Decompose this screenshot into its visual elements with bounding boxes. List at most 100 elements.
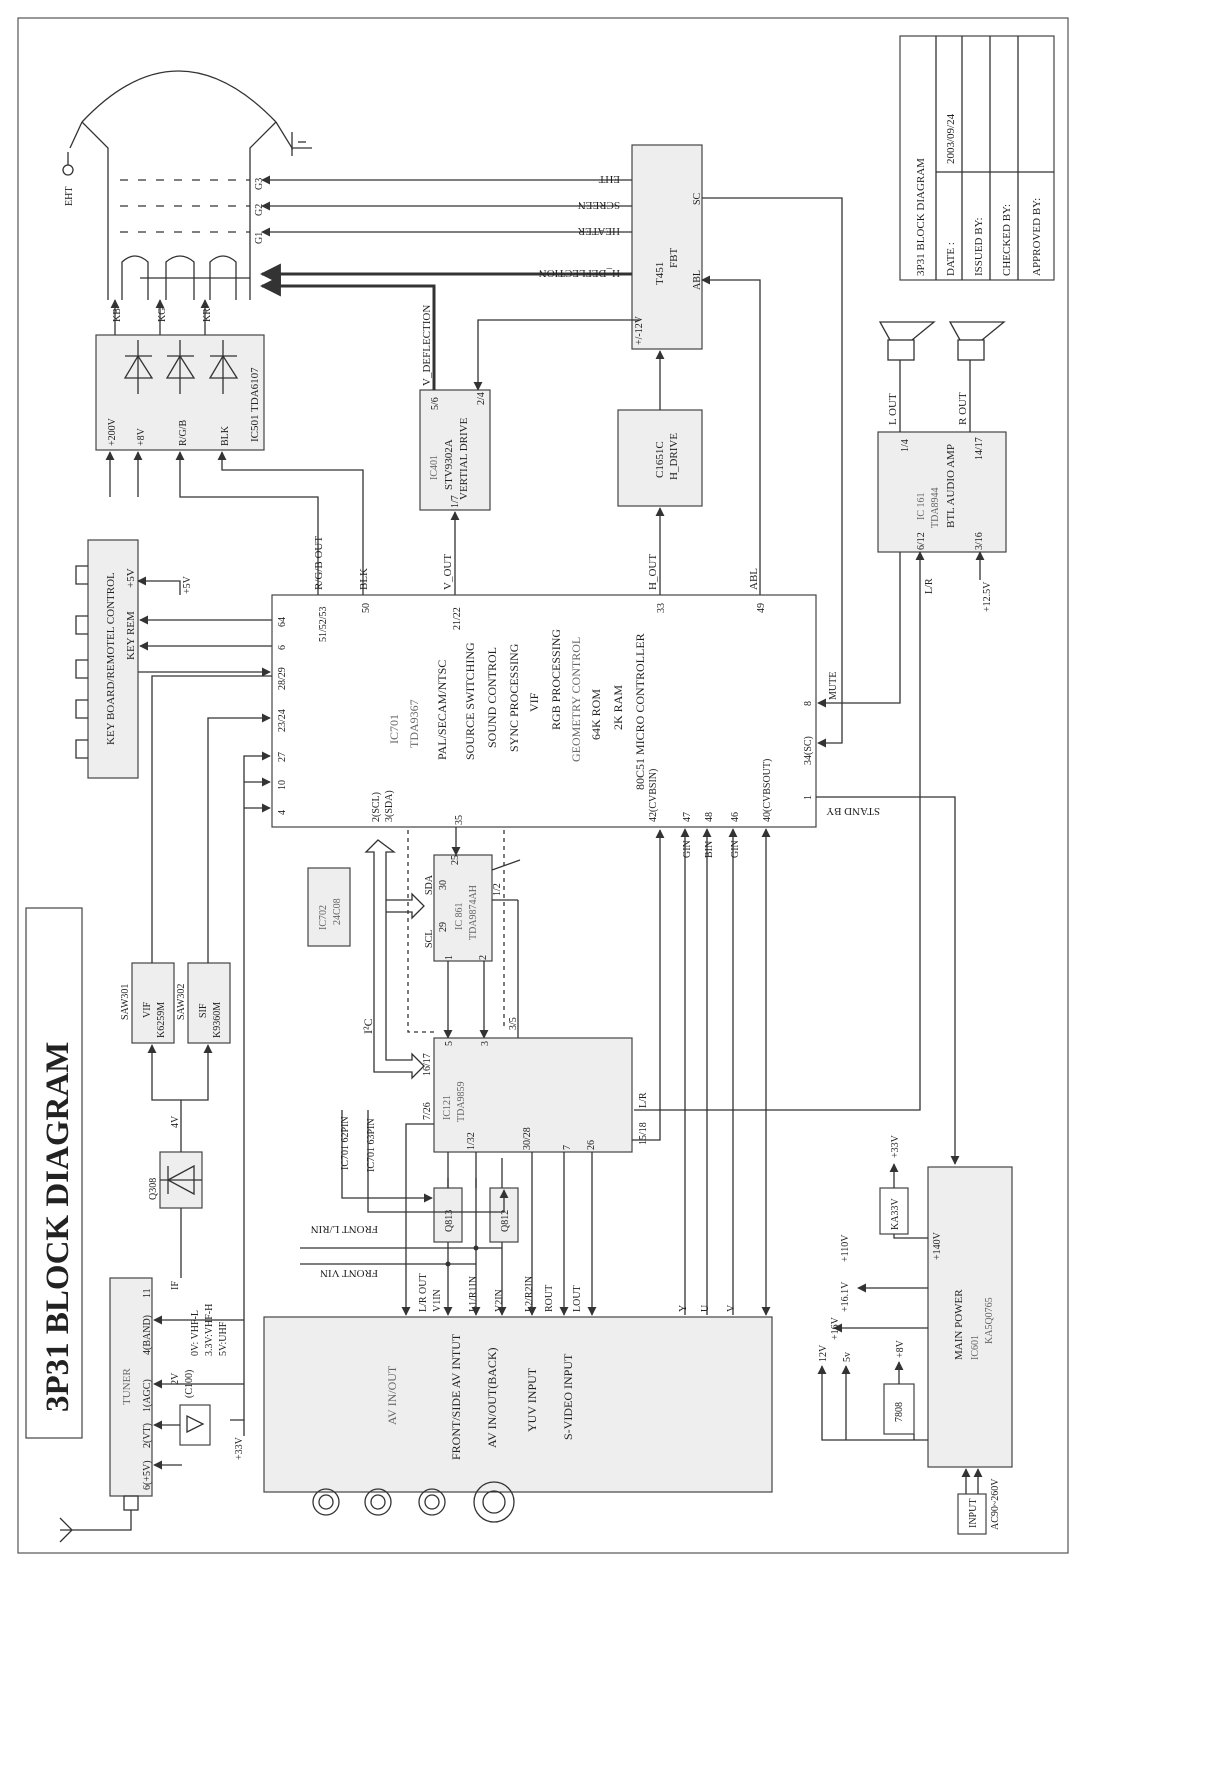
label-rgb-out: R/G/B OUT [313,536,325,590]
revision-date-value: 2003/09/24 [945,113,957,164]
label-5v-main: 5v [842,1352,853,1362]
ic861-pin-scl: SCL [424,930,435,948]
saw301-function: VIF [142,1001,153,1018]
label-mute: MUTE [828,672,839,700]
label-gin-2: GIN [730,840,741,858]
label-v-out: V_OUT [442,554,454,590]
ic501-pin-blk: BLK [220,425,231,446]
label-v-deflection: V_DEFLECTION [421,305,433,386]
u7808-block [883,1383,915,1435]
c1651c-title: C1651C [654,441,666,478]
av-io-function-3: S-VIDEO INPUT [561,1353,575,1440]
ic701-pin-35: 35 [454,815,465,825]
ic701-function-3: SYNC PROCESSING [507,643,521,752]
ic161-function: BTL AUDIO AMP [945,444,957,528]
signal-h-deflection: H_DEFLECTION [539,267,620,279]
ic121-pin-5: 5 [444,1041,455,1046]
saw301-block [131,962,175,1044]
label-16-1v: +16.1V [840,1281,851,1312]
label-gin: GIN [682,840,693,858]
q308-title: Q308 [148,1178,159,1200]
q813-title: Q813 [444,1210,455,1232]
t451-pin-sc: SC [692,192,703,205]
ic701-function-8: 2K RAM [611,685,625,730]
ic121-block [433,1037,633,1153]
ic121-pin-7: 7 [562,1145,573,1150]
ic861-title: IC 861 [454,903,465,931]
ic121-pin-1617: 16/17 [422,1053,433,1076]
label-keyboard-5v: +5V [182,575,193,594]
tuner-pin-band: 4(BAND) [142,1315,153,1355]
label-12v: 12V [818,1344,829,1362]
input-block [957,1493,987,1535]
main-power-part: KA5Q0765 [984,1297,995,1344]
ic861-pin-29: 29 [438,922,449,932]
diagram-canvas: EHT G3 G2 G1 KB KG KR IC501 TDA6107 +200… [17,17,1069,1554]
ic161-pin-612: 6/12 [916,532,927,550]
av-io-title: AV IN/OUT [385,1365,399,1425]
label-g3: G3 [254,178,265,190]
t451-pin-12v: +/-12V [634,315,645,345]
ic401-title: IC401 [429,455,440,480]
keyboard-buttons [75,565,88,759]
input-voltage: AC90~260V [990,1478,1001,1530]
block-diagram: EHT G3 G2 G1 KB KG KR IC501 TDA6107 +200… [17,17,1069,1554]
ic702-subtitle: 24C08 [332,898,343,925]
t451-subtitle: FBT [668,248,680,268]
label-4v: 4V [170,1115,181,1128]
ic701-pin-27: 27 [277,752,288,762]
label-i2c: I²C [361,1018,375,1034]
ic701-function-2: SOUND CONTROL [485,647,499,748]
ic501-diodes [123,340,239,394]
saw302-title: SAW302 [176,984,187,1020]
label-if: IF [170,1281,181,1290]
ic861-subtitle: TDA9874AH [468,885,479,940]
ic702-title: IC702 [318,905,329,930]
ic121-title: IC121 [442,1095,453,1120]
t451-title: T451 [654,262,666,285]
rca-jack-icons [312,1481,515,1523]
ic861-pin-30: 30 [438,880,449,890]
revision-block [899,35,1055,281]
ic401-subtitle: STV9302A [443,439,455,490]
main-power-title: MAIN POWER [953,1289,965,1360]
ic121-pin-3: 3 [480,1041,491,1046]
ic701-pin-515253: 51/52/53 [318,606,329,642]
ic401-pin-56: 5/6 [430,397,441,410]
saw302-block [187,962,231,1044]
av-io-pin-v1in: V1IN [432,1289,443,1312]
ic701-function-6: GEOMETRY CONTROL [569,637,583,762]
label-ic701-63pin: IC701 63PIN [366,1118,377,1172]
regulator-triangle [186,1414,205,1434]
ic501-pin-200v: +200V [107,417,118,446]
tuner-regulator-block [179,1404,211,1446]
label-bin: BIN [704,841,715,858]
label-blk: BLK [358,568,370,590]
label-kb: KB [112,308,123,322]
ic701-title: IC701 [387,714,401,744]
ic701-function-1: SOURCE SWITCHING [463,642,477,760]
q812-title: Q812 [500,1210,511,1232]
ic701-function-5: RGB PROCESSING [549,629,563,730]
ic701-pin-cvbsin: 42(CVBSIN) [648,769,659,822]
ic702-block [307,867,351,947]
ic401-function: VERTIAL DRIVE [458,417,470,500]
ic501-pin-rgb: R/G/B [178,420,189,446]
ic121-pin-3028: 30/28 [522,1127,533,1150]
ic701-pin-33: 33 [656,603,667,613]
ic701-pin-50: 50 [361,603,372,613]
label-g2: G2 [254,204,265,216]
ic701-pin-47: 47 [682,812,693,822]
tuner-band-0: 0V: VHF-L [190,1310,201,1356]
ic701-pin-10: 10 [277,780,288,790]
keyboard-block [87,539,139,779]
q813-block [433,1187,463,1243]
ic401-pin-24: 2/4 [476,392,487,405]
ic701-pin-cvbsout: 40(CVBSOUT) [762,759,773,822]
tuner-title: TUNER [121,1368,133,1405]
revision-issued: ISSUED BY: [973,217,985,276]
av-io-block [263,1316,773,1493]
crt-tube [62,70,312,335]
av-io-pin-l2r2in: L2/R2IN [524,1276,535,1312]
label-2v: 2V [170,1372,181,1385]
